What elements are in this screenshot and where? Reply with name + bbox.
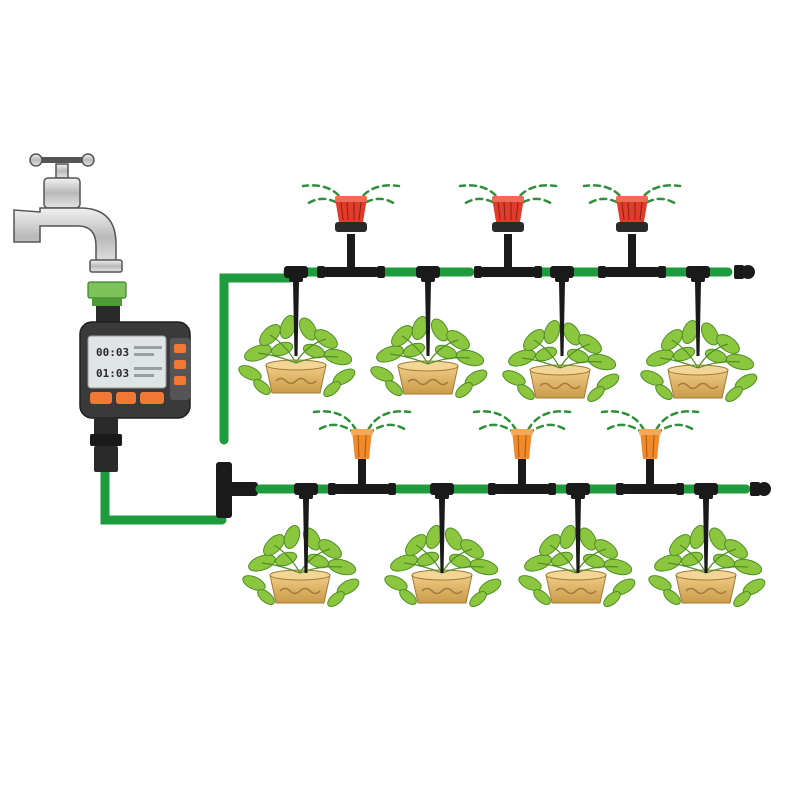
faucet-adapter [87,281,127,306]
drip-stake-icon [421,272,435,356]
potted-plant-icon [239,522,363,611]
orange-sprinkler-icon [312,410,412,496]
end-plug-icon [734,265,755,279]
main-hose [100,273,295,525]
red-sprinkler-icon [582,184,682,279]
timer-display-top: 00:03 [96,346,129,359]
end-plug-icon [750,482,771,496]
orange-sprinkler-icon [600,410,700,496]
sprinkler-row-top [301,184,755,279]
water-timer: 00:03 01:03 [79,306,191,472]
red-sprinkler-icon [301,184,401,279]
red-sprinkler-icon [458,184,558,279]
drip-stake-icon [691,272,705,356]
drip-stake-icon [555,272,569,356]
timer-display-bottom: 01:03 [96,367,129,380]
orange-sprinkler-icon [472,410,572,496]
plant-row-top [235,272,761,406]
tee-connector-icon [284,266,718,495]
timer-buttons[interactable] [90,344,186,404]
plant-row-bottom [239,489,769,611]
faucet-icon [13,153,123,273]
junction-tee [216,462,258,518]
